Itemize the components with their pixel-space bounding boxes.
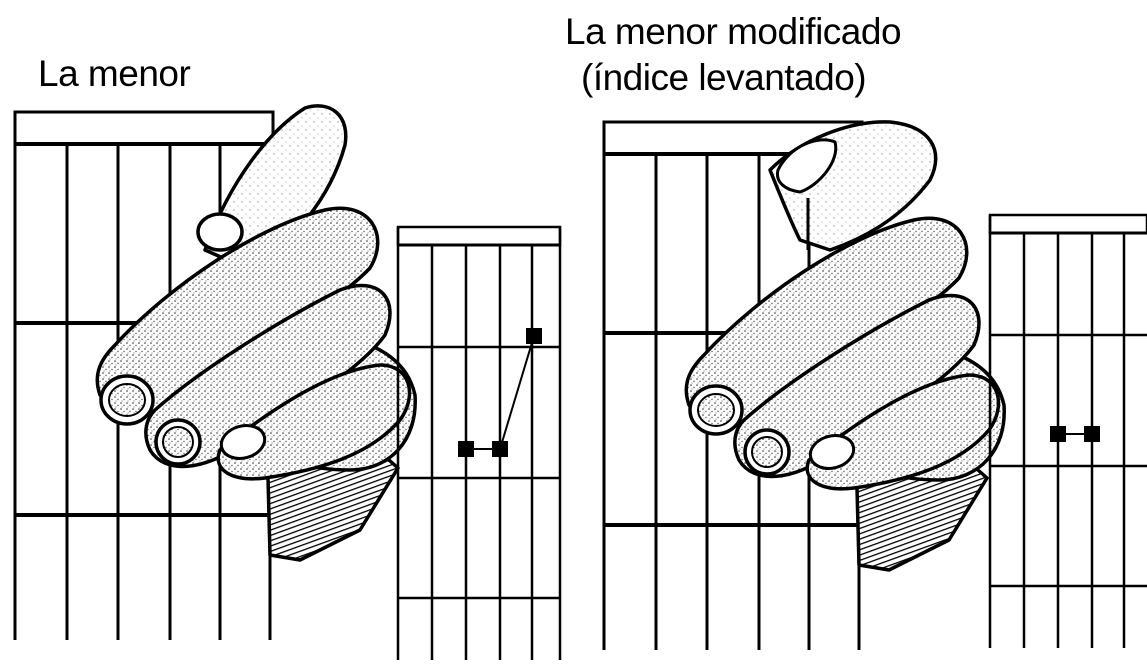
chord-title-a-minor: La menor (38, 53, 191, 94)
hand-illustration-a-minor (95, 104, 417, 562)
finger-dots-a-minor (458, 328, 542, 457)
small-chord-chart-a-minor (396, 225, 562, 660)
chord-title-a-minor-modified: La menor modificado (565, 11, 902, 52)
chord-subtitle-index-raised: (índice levantado) (581, 57, 867, 98)
finger-dot (1050, 426, 1066, 442)
finger-dot (1084, 426, 1100, 442)
finger-dot (492, 441, 508, 457)
hand-illustration-a-minor-modified (684, 120, 1006, 572)
finger-dot (526, 328, 542, 344)
finger-dot (458, 441, 474, 457)
small-chord-chart-a-minor-modified (988, 213, 1147, 648)
finger-dots-a-minor-modified (1050, 426, 1100, 442)
